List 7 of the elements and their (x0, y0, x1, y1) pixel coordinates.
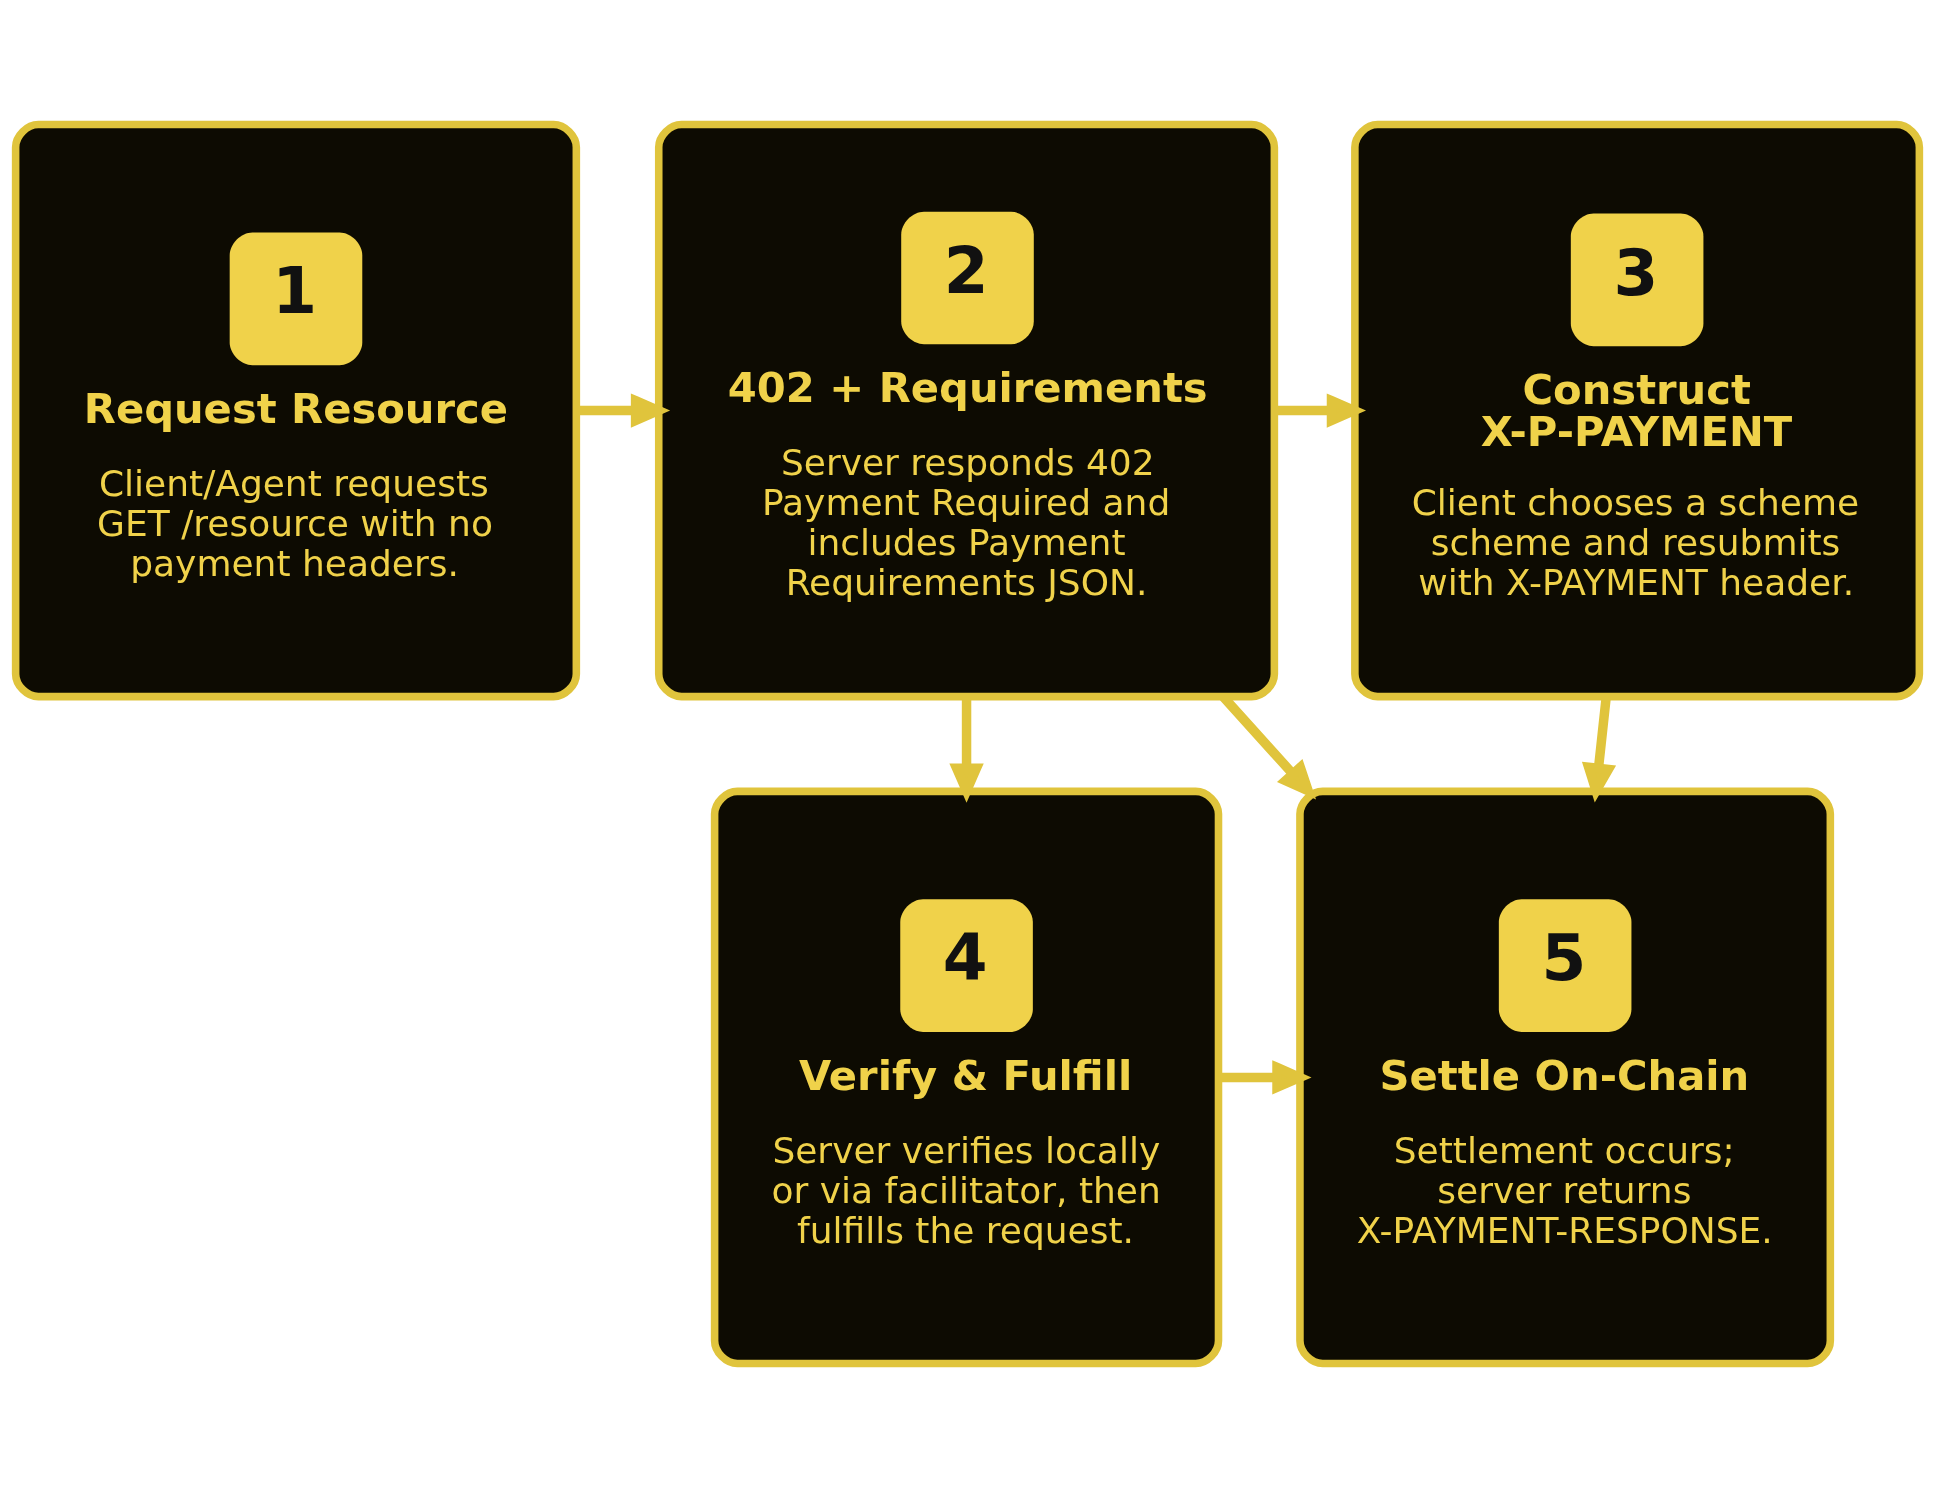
node-box: 5 Settle On-Chain Settlement occurs; server returns X-PAYMENT-RESPONSE. (1296, 787, 1835, 1368)
arrow (1275, 393, 1367, 428)
arrow (949, 697, 984, 803)
node-box: 2 402 + Requirements Server responds 402 Payment Required and includes Payment Requirements JSON. (654, 120, 1279, 701)
node-box: 1 Request Resource Client/Agent requests GET /resource with no payment headers. (11, 120, 581, 701)
node-box: 3 Construct X-P-PAYMENT Client chooses a scheme scheme and resubmits with X-PAYMENT header. (1351, 120, 1924, 701)
node-box: 4 Verify & Fulfill Server verifies locally or via facilitator, then fulfills the request. (710, 787, 1223, 1368)
